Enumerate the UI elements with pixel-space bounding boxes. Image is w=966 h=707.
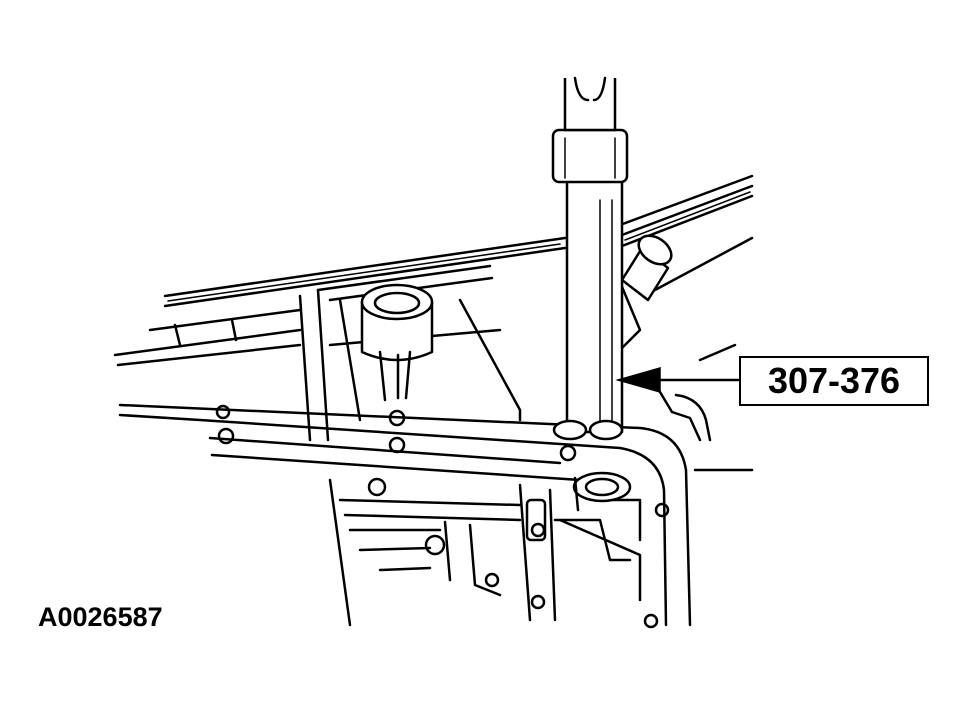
special-tool-shaft — [551, 76, 629, 441]
valve-body-lower — [210, 453, 642, 627]
cup-boss — [360, 283, 434, 402]
gasket-flange — [118, 403, 692, 629]
tool-seat — [572, 471, 632, 512]
callout-arrow — [615, 367, 740, 393]
tool-number-callout: 307-376 — [739, 356, 929, 406]
case-right-side — [658, 343, 754, 472]
case-left-block — [113, 298, 522, 422]
figure-id: A0026587 — [38, 602, 163, 632]
secondary-tube — [618, 234, 673, 352]
